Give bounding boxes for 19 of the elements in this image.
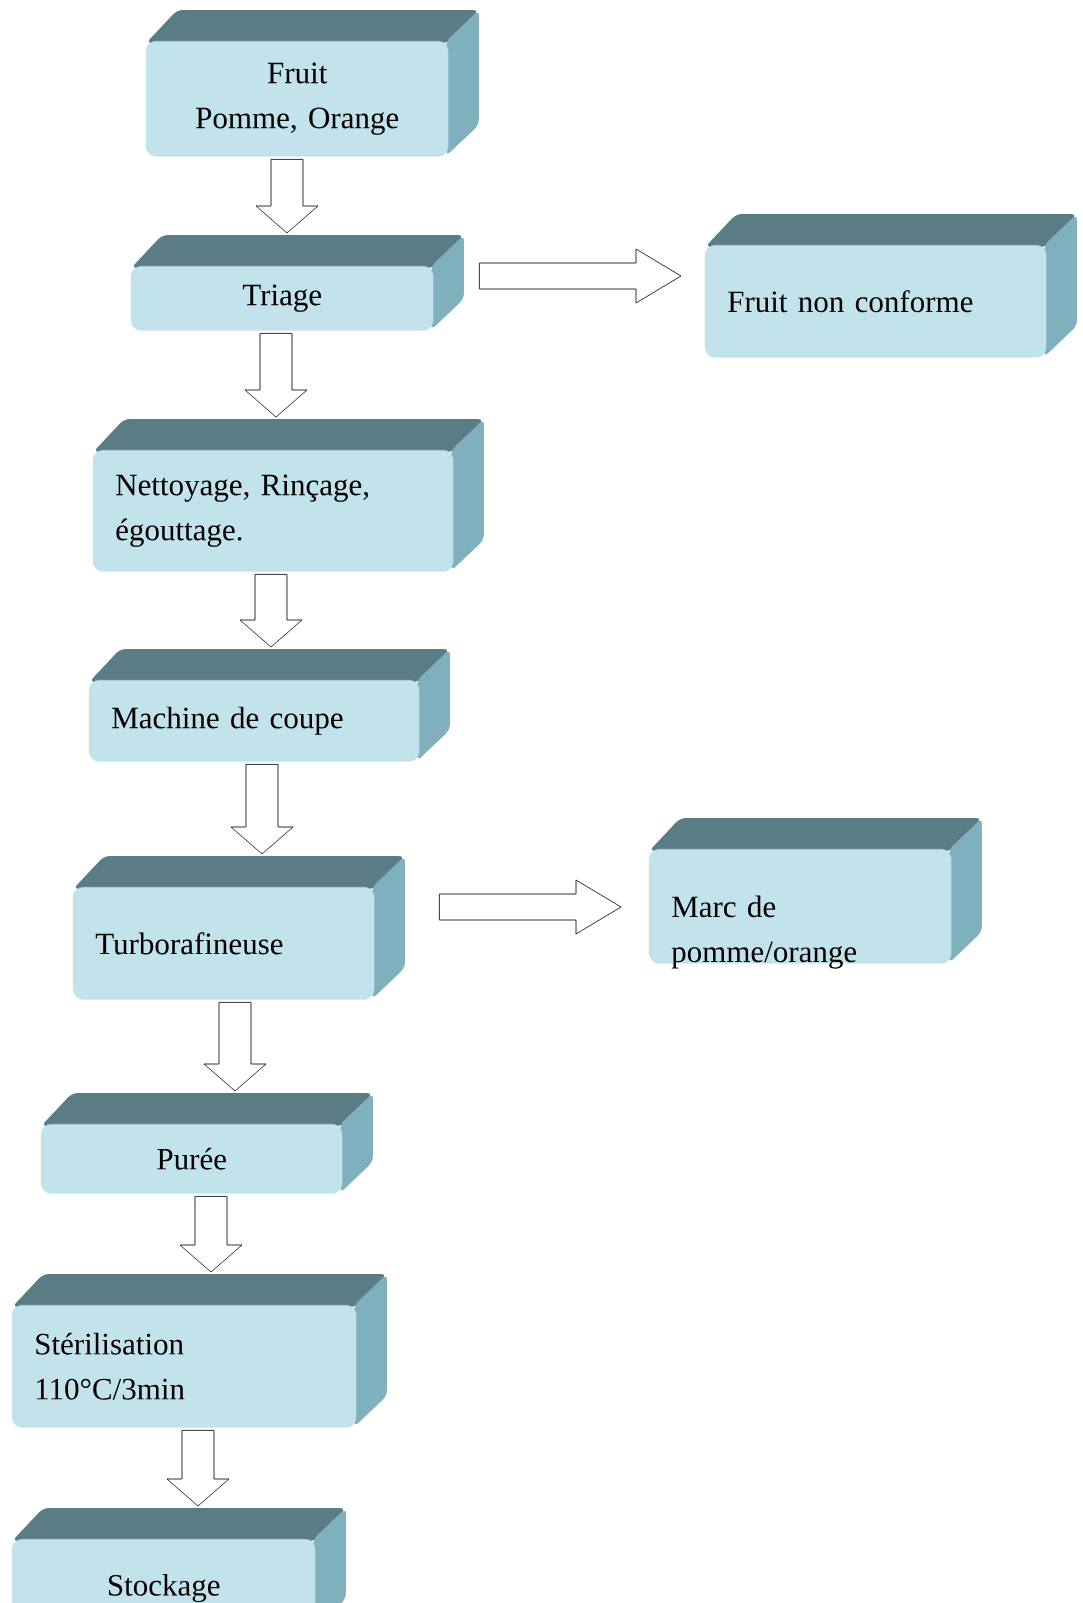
block-arrow xyxy=(239,574,303,648)
process-box: Fruit non conforme xyxy=(705,214,1077,358)
block-arrow xyxy=(244,333,308,418)
process-box: Triage xyxy=(131,235,464,331)
block-arrow xyxy=(179,1196,243,1273)
block-arrow xyxy=(479,248,682,304)
process-box: Marc de pomme/orange xyxy=(649,818,982,969)
process-box: Turborafineuse xyxy=(73,856,405,1000)
process-box: Fruit Pomme, Orange xyxy=(146,10,479,157)
block-arrow xyxy=(230,764,294,855)
process-box: Purée xyxy=(41,1093,373,1194)
block-arrow xyxy=(166,1430,230,1507)
block-arrow xyxy=(255,159,319,234)
process-box: Nettoyage, Rinçage, égouttage. xyxy=(93,419,484,572)
process-box: Stérilisation 110°C/3min xyxy=(12,1274,387,1428)
process-box: Stockage xyxy=(12,1508,346,1603)
block-arrow xyxy=(203,1002,267,1092)
process-box: Machine de coupe xyxy=(89,649,450,762)
block-arrow xyxy=(439,879,622,935)
